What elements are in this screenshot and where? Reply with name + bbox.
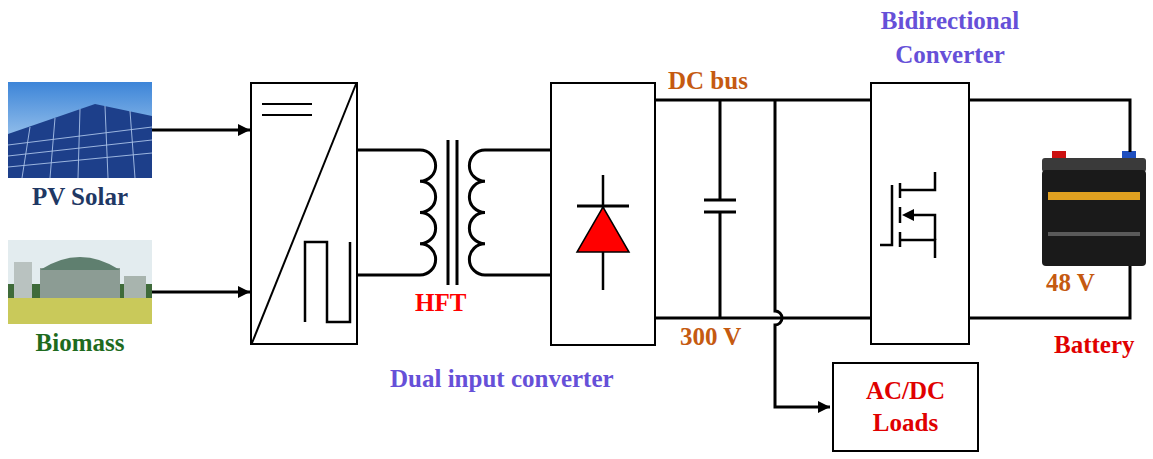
capacitor-symbol — [704, 100, 736, 318]
dc-bus-wire — [655, 100, 870, 318]
hft-transformer — [447, 140, 450, 285]
load-feed-wire — [775, 100, 830, 407]
biomass-picture — [8, 298, 152, 324]
pv-solar-picture — [8, 104, 152, 178]
biomass-picture — [8, 240, 152, 324]
pv-solar-picture — [8, 140, 152, 156]
converter-symbol — [252, 84, 356, 343]
converter-symbol — [305, 242, 350, 322]
connector-wire — [152, 129, 250, 132]
battery-picture — [1048, 192, 1140, 200]
battery-picture — [1042, 170, 1146, 266]
pv-solar-picture — [22, 127, 30, 178]
pv-solar-picture — [50, 118, 55, 178]
node-text: AC/DC Loads — [834, 375, 977, 439]
rectifier-box — [551, 83, 655, 345]
source-picture: PV Solar — [8, 82, 152, 218]
dc-bus-wire — [655, 317, 870, 320]
converter-box: Dual input converter — [250, 82, 358, 345]
hft-transformer — [358, 140, 550, 285]
node-text: Biomass — [8, 328, 152, 358]
hft-transformer — [456, 140, 459, 285]
converter-symbol — [262, 114, 312, 116]
mosfet-symbol — [880, 172, 935, 258]
mosfet-symbol — [900, 172, 935, 190]
battery-picture — [1042, 151, 1146, 266]
battery-node: Battery — [1040, 152, 1148, 266]
biomass-picture — [14, 262, 32, 298]
battery-picture — [1048, 232, 1140, 236]
pv-solar-picture — [78, 109, 80, 178]
component-label: HFT — [415, 288, 466, 318]
capacitor-symbol — [719, 212, 722, 318]
biomass-picture — [40, 257, 120, 270]
hft-transformer — [469, 150, 550, 275]
node-text: Dual input converter — [390, 364, 614, 394]
voltage-label: 48 V — [1046, 268, 1095, 298]
mosfet-symbol — [900, 240, 935, 258]
converter-symbol — [252, 84, 356, 343]
rectifier-box — [577, 207, 629, 252]
converter-box: Bidirectional Converter — [870, 82, 970, 345]
bus-label: DC bus — [668, 66, 748, 96]
connector-wire — [152, 291, 250, 294]
pv-solar-picture — [8, 153, 152, 167]
node-text: Bidirectional Converter — [860, 4, 1040, 72]
pv-solar-picture — [8, 82, 152, 178]
converter-symbol — [262, 103, 312, 105]
source-picture: Biomass — [8, 240, 152, 360]
voltage-label: 300 V — [680, 322, 741, 352]
pv-solar-picture — [105, 106, 108, 178]
hft-transformer — [358, 150, 436, 275]
pv-solar-picture — [130, 111, 135, 178]
mosfet-symbol — [912, 215, 935, 240]
pv-solar-picture — [8, 106, 152, 178]
capacitor-symbol — [719, 100, 722, 200]
battery-picture — [1042, 158, 1146, 172]
mosfet-symbol — [902, 209, 914, 221]
node-text: PV Solar — [8, 182, 152, 212]
pv-solar-picture — [8, 82, 152, 178]
dc-bus-wire — [655, 99, 870, 102]
biomass-picture — [8, 240, 152, 324]
mosfet-symbol — [880, 185, 892, 245]
biomass-picture — [40, 268, 120, 298]
load-box: AC/DC Loads — [832, 362, 979, 452]
rectifier-box — [551, 83, 655, 345]
node-text: Battery — [1054, 330, 1135, 360]
capacitor-symbol — [704, 199, 736, 202]
connector-wire — [970, 100, 1130, 318]
mosfet-symbol — [899, 207, 902, 223]
biomass-picture — [124, 276, 146, 298]
rectifier-box — [577, 205, 629, 208]
